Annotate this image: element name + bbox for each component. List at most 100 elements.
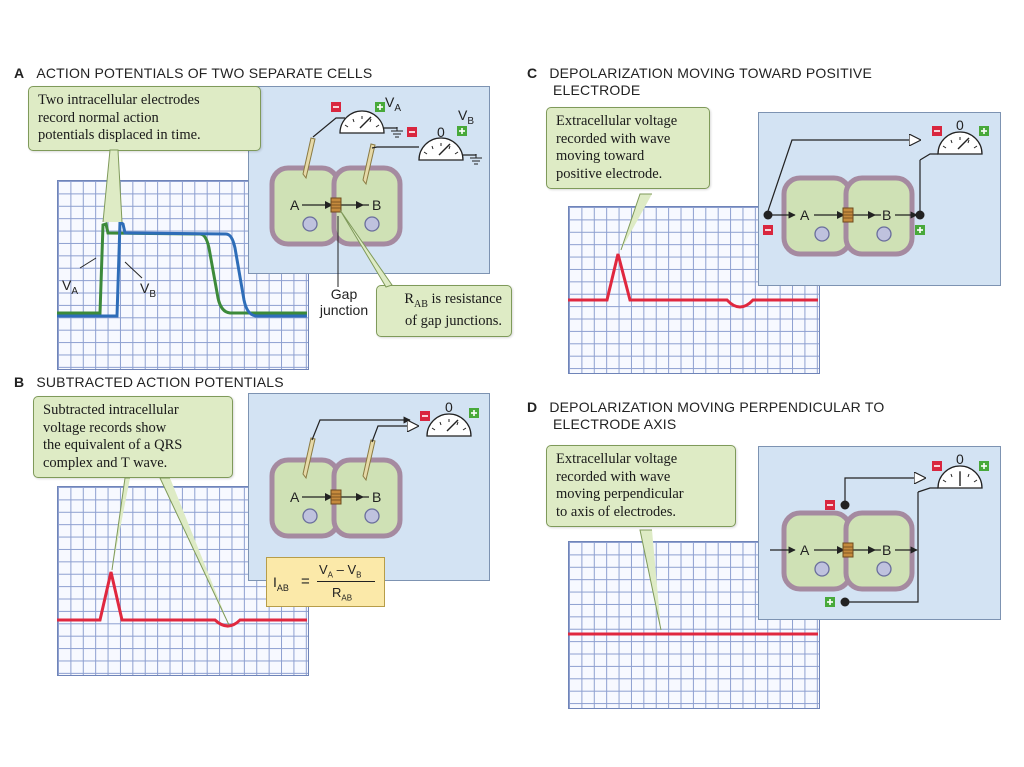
voltmeter-icon xyxy=(937,131,983,155)
trace-subtracted-b xyxy=(57,571,307,628)
section-d-callout-line-3: moving perpendicular xyxy=(556,486,684,502)
callout-b-pointer-qrs xyxy=(111,477,130,571)
formula-minus: – xyxy=(336,562,344,577)
meter-d-zero: 0 xyxy=(956,451,964,467)
formula-equals: = xyxy=(301,573,310,590)
minus-terminal-icon xyxy=(330,101,342,113)
formula-r-sub: AB xyxy=(341,593,353,603)
section-c-callout: Extracellular voltage recorded with wave… xyxy=(546,107,710,189)
section-d-callout: Extracellular voltage recorded with wave… xyxy=(546,445,736,527)
minus-terminal-icon xyxy=(762,224,774,236)
minus-terminal-icon xyxy=(931,125,943,137)
va-pointer xyxy=(79,257,97,269)
voltmeter-icon xyxy=(418,137,464,161)
rab-r: R xyxy=(404,291,414,307)
section-d-callout-line-2: recorded with wave xyxy=(556,468,671,485)
voltmeter-icon xyxy=(426,413,472,437)
cell-a-label: A xyxy=(290,197,300,213)
section-c-callout-line-1: Extracellular voltage xyxy=(556,113,678,129)
section-b-callout-line-4: complex and T wave. xyxy=(43,454,168,471)
callout-b-pointer-t xyxy=(159,477,230,626)
section-c-title-2: ELECTRODE xyxy=(553,82,641,98)
section-c-heading: C DEPOLARIZATION MOVING TOWARD POSITIVE E… xyxy=(527,65,872,99)
section-c-traces xyxy=(568,253,818,309)
minus-terminal-icon xyxy=(931,460,943,472)
section-a-letter: A xyxy=(14,65,25,81)
cell-b-label: B xyxy=(882,542,891,558)
section-b-traces xyxy=(57,571,307,628)
section-b-callout-line-3: the equivalent of a QRS xyxy=(43,437,183,453)
section-d-title-1: DEPOLARIZATION MOVING PERPENDICULAR TO xyxy=(549,399,885,415)
section-d-graph-grid xyxy=(568,541,820,709)
formula-i-sub: AB xyxy=(276,582,289,593)
rab-r-sub: AB xyxy=(414,298,428,310)
section-a-callout-line-2: record normal action xyxy=(38,109,159,126)
section-d-cells: A B 0 xyxy=(770,451,990,608)
section-b-letter: B xyxy=(14,374,25,390)
section-a-callout-line-3: potentials displaced in time. xyxy=(38,127,201,143)
rab-callout: RAB is resistance of gap junctions. xyxy=(376,285,512,337)
plus-terminal-icon xyxy=(914,224,926,236)
section-b-callout: Subtracted intracellular voltage records… xyxy=(33,396,233,478)
formula-i: I xyxy=(273,574,277,590)
callout-c-pointer xyxy=(620,193,652,251)
cell-a-label: A xyxy=(290,489,300,505)
section-d-callout-line-1: Extracellular voltage xyxy=(556,451,678,467)
gap-junction-label: Gap junction xyxy=(314,286,374,318)
formula-fraction-bar xyxy=(317,581,375,582)
va-graph-label: VA xyxy=(62,277,78,297)
trace-vb-blue xyxy=(57,219,307,318)
vb-graph-label: VB xyxy=(140,280,156,300)
iab-formula: IAB = VA – VB RAB xyxy=(266,557,385,607)
formula-vb-sub: B xyxy=(356,570,362,580)
minus-terminal-icon xyxy=(419,410,431,422)
section-c-callout-line-2: recorded with wave xyxy=(556,130,671,147)
minus-terminal-icon xyxy=(406,126,418,138)
section-b-title: SUBTRACTED ACTION POTENTIALS xyxy=(36,374,284,390)
cell-b-label: B xyxy=(372,197,381,213)
vb-pointer xyxy=(124,261,143,279)
section-c-callout-line-4: positive electrode. xyxy=(556,165,663,182)
section-a-callout-line-1: Two intracellular electrodes xyxy=(38,92,200,108)
section-a-cells: A B VA 0 VB xyxy=(272,94,483,288)
plus-terminal-icon xyxy=(978,460,990,472)
minus-terminal-icon xyxy=(824,499,836,511)
plus-terminal-icon xyxy=(824,596,836,608)
callout-a-pointer xyxy=(102,149,123,223)
cell-a-label: A xyxy=(800,542,810,558)
voltmeter-icon xyxy=(339,110,385,134)
meter-c-zero: 0 xyxy=(956,117,964,133)
plus-terminal-icon xyxy=(374,101,386,113)
trace-extracellular-c xyxy=(568,253,818,309)
section-b-cells: A B 0 xyxy=(272,399,480,536)
formula-va-sub: A xyxy=(327,570,334,580)
formula-r: R xyxy=(332,585,342,600)
section-c-callout-line-3: moving toward xyxy=(556,148,645,164)
formula-va: V xyxy=(319,562,328,577)
gap-label-line-1: Gap xyxy=(330,286,358,302)
meter-va-label: VA xyxy=(385,94,401,114)
section-d-letter: D xyxy=(527,399,538,415)
meter-vb-label: VB xyxy=(458,107,474,127)
callout-d-pointer xyxy=(639,529,662,631)
rab-line-1: is resistance xyxy=(431,291,502,307)
section-c-cells: A B 0 xyxy=(762,117,990,254)
section-a-title: ACTION POTENTIALS OF TWO SEPARATE CELLS xyxy=(36,65,373,81)
meter-b-zero: 0 xyxy=(445,399,453,415)
formula-vb: V xyxy=(347,562,357,577)
section-d-title-2: ELECTRODE AXIS xyxy=(553,416,677,432)
cell-a-label: A xyxy=(800,207,810,223)
meter-vb-zero: 0 xyxy=(437,124,445,140)
section-c-letter: C xyxy=(527,65,538,81)
plus-terminal-icon xyxy=(978,125,990,137)
rab-line-2: of gap junctions. xyxy=(404,313,502,330)
gap-label-line-2: junction xyxy=(319,302,369,318)
section-b-callout-line-2: voltage records show xyxy=(43,419,167,436)
plus-terminal-icon xyxy=(456,125,468,137)
section-c-title-1: DEPOLARIZATION MOVING TOWARD POSITIVE xyxy=(549,65,873,81)
section-a-heading: A ACTION POTENTIALS OF TWO SEPARATE CELLS xyxy=(14,65,372,82)
section-a-traces xyxy=(57,219,307,318)
section-b-heading: B SUBTRACTED ACTION POTENTIALS xyxy=(14,374,284,391)
